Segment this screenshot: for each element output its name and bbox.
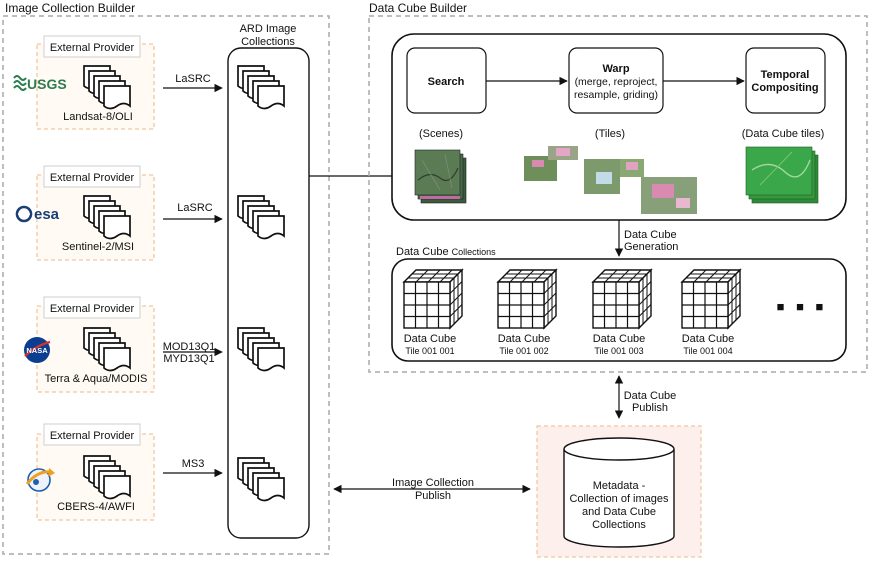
provider-header-box (43, 35, 141, 58)
dc-tiles-caption: (Data Cube tiles) (742, 128, 825, 140)
provider-header: External Provider (50, 172, 135, 184)
esa-logo: esa (15, 205, 60, 223)
warp-step-detail-1: (merge, reproject, (575, 76, 658, 88)
generation-label-line2: Generation (624, 241, 678, 253)
cube-icon (403, 269, 463, 329)
metadata-database: Metadata - Collection of images and Data… (536, 425, 702, 558)
scenes-thumbnails (414, 149, 467, 204)
provider-header-box (43, 423, 141, 446)
cube-icon (497, 269, 557, 329)
process-label-lasrc-1: LaSRC (175, 73, 211, 85)
datacube-tile-4: Data Cube Tile 001 004 (681, 269, 741, 356)
provider-cbers: External Provider CBERS-4/AWFI (25, 423, 155, 521)
temporal-step-line2: Compositing (751, 82, 818, 94)
warp-step-detail-2: resample, griding) (574, 89, 658, 101)
ic-publish-line2: Publish (415, 490, 451, 502)
cube-tile-id: Tile 001 001 (405, 346, 454, 356)
nasa-logo: NASA (24, 337, 51, 363)
cube-label: Data Cube (498, 333, 551, 345)
cube-icon (592, 269, 652, 329)
provider-header-box (43, 165, 141, 188)
nasa-logo-text: NASA (26, 346, 48, 355)
metadata-line-1: Metadata - (593, 480, 646, 492)
search-step-label: Search (428, 76, 465, 88)
more-tiles-ellipsis: ■ ■ ■ (777, 299, 828, 314)
metadata-line-2: Collection of images (569, 493, 669, 505)
temporal-step-line1: Temporal (761, 69, 810, 81)
cube-icon (681, 269, 741, 329)
image-collection-builder-title: Image Collection Builder (5, 1, 135, 15)
esa-logo-text: esa (34, 206, 60, 223)
metadata-line-4: Collections (592, 519, 646, 531)
ard-container (227, 47, 310, 539)
dc-publish-line2: Publish (632, 402, 668, 414)
datacube-tile-3: Data Cube Tile 001 003 (592, 269, 652, 356)
process-label-ms3: MS3 (182, 458, 205, 470)
collections-title-small: Collections (452, 247, 497, 257)
provider-landsat: External Provider USGS Landsat-8/OLI (13, 35, 155, 130)
usgs-logo-text: USGS (27, 76, 67, 92)
process-label-lasrc-2: LaSRC (177, 202, 213, 214)
cube-label: Data Cube (404, 333, 457, 345)
provider-sensor: Sentinel-2/MSI (62, 241, 134, 253)
process-arrows: LaSRC LaSRC MOD13Q1 MYD13Q1 MS3 (163, 73, 223, 478)
cube-label: Data Cube (682, 333, 735, 345)
provider-sentinel: External Provider esa Sentinel-2/MSI (15, 165, 155, 261)
tiles-thumbnails (524, 146, 697, 214)
database-cylinder-top (563, 437, 675, 461)
ard-title-line1: ARD Image (240, 23, 297, 35)
ic-publish-line1: Image Collection (392, 477, 474, 489)
temporal-compositing-step-box (745, 47, 826, 114)
process-label-mod13q1: MOD13Q1 (163, 341, 216, 353)
ard-title-line2: Collections (241, 36, 295, 48)
image-collection-builder-region (2, 15, 330, 555)
datacube-tile-1: Data Cube Tile 001 001 (403, 269, 463, 356)
tiles-caption: (Tiles) (595, 128, 625, 140)
usgs-logo: USGS (13, 75, 67, 92)
metadata-line-3: and Data Cube (582, 506, 656, 518)
database-cylinder-icon (563, 449, 675, 548)
provider-header: External Provider (50, 430, 135, 442)
generation-label-line1: Data Cube (624, 229, 677, 241)
process-label-myd13q1: MYD13Q1 (163, 353, 214, 365)
cube-label: Data Cube (593, 333, 646, 345)
provider-sensor: Landsat-8/OLI (63, 111, 133, 123)
data-cube-builder-title: Data Cube Builder (369, 1, 467, 15)
provider-header: External Provider (50, 303, 135, 315)
provider-modis: External Provider NASA Terra & Aqua/MODI… (24, 296, 155, 393)
provider-sensor: CBERS-4/AWFI (57, 501, 135, 513)
provider-sensor: Terra & Aqua/MODIS (45, 373, 148, 385)
collections-title-main: Data Cube (396, 246, 449, 258)
dc-publish-line1: Data Cube (624, 390, 677, 402)
ard-image-collections: ARD Image Collections (227, 23, 310, 539)
datacube-tile-2: Data Cube Tile 001 002 (497, 269, 557, 356)
cube-tile-id: Tile 001 003 (594, 346, 643, 356)
provider-header-box (43, 296, 141, 319)
datacube-tiles-thumbnails (745, 146, 819, 204)
cube-tile-id: Tile 001 004 (683, 346, 732, 356)
scenes-caption: (Scenes) (419, 128, 463, 140)
provider-header: External Provider (50, 42, 135, 54)
inpe-logo-icon (25, 468, 55, 492)
data-cube-builder-region (368, 15, 868, 373)
warp-step-title: Warp (602, 63, 629, 75)
cube-tile-id: Tile 001 002 (499, 346, 548, 356)
